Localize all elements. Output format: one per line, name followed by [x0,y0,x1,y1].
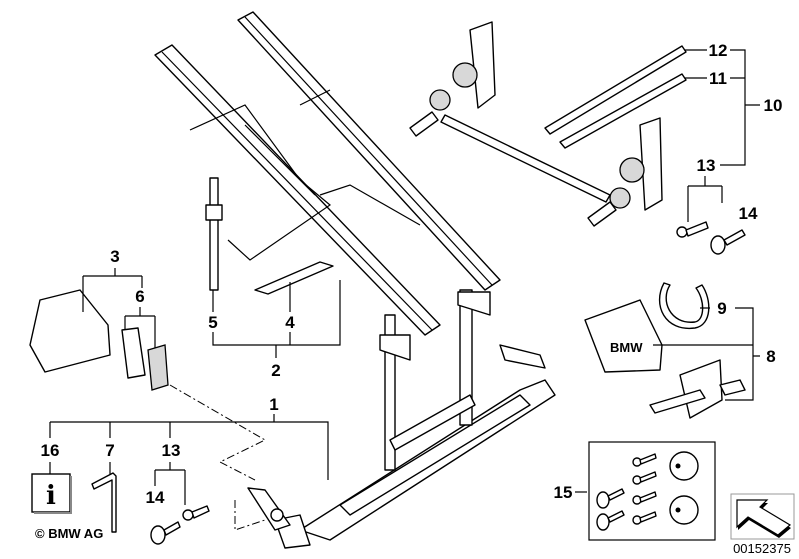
bolt-part-13 [182,505,210,521]
callout-6: 6 [135,287,144,306]
callout-13-top: 13 [697,156,716,175]
callout-14-top: 14 [739,204,758,223]
strap-part-12 [544,45,687,135]
callout-15: 15 [554,483,573,502]
callout-8: 8 [766,347,775,366]
callout-12: 12 [709,41,728,60]
rack-base-frame [247,289,556,549]
callout-13-bottom: 13 [162,441,181,460]
clamp-part-9 [659,282,710,330]
key-top [710,229,746,255]
strap-part-5 [205,177,223,291]
copyright-text: © BMW AG [35,526,103,541]
callout-2: 2 [271,361,280,380]
callout-7: 7 [105,441,114,460]
callout-lines [49,49,760,531]
callout-5: 5 [208,313,217,332]
callout-3: 3 [110,247,119,266]
bag-part-8: BMW [584,299,663,373]
rail-frame [154,11,501,336]
clip-part-6a [121,327,146,379]
cover-part-3 [29,289,111,373]
info-icon: i [31,473,72,514]
callout-9: 9 [717,299,726,318]
lock-cylinder-top [676,221,709,238]
allen-key-part-7 [91,472,117,533]
svg-text:i: i [46,481,56,511]
clip-part-6b [147,344,169,391]
callout-4: 4 [285,313,295,332]
wheel-holder-assembly [409,21,663,227]
pad-part-4 [254,261,334,295]
holder-part-8 [649,359,746,419]
callout-14-bottom: 14 [146,488,165,507]
bag-brand-text: BMW [610,340,643,355]
orientation-arrow-icon [730,493,795,540]
diagram-number: 00152375 [733,541,791,556]
callout-16: 16 [41,441,60,460]
strap-part-11 [559,73,687,149]
lock-kit-part-15 [588,441,716,541]
key-part-14 [150,521,181,545]
callout-11: 11 [709,69,727,88]
callout-1: 1 [269,395,278,414]
callout-10: 10 [764,96,783,115]
